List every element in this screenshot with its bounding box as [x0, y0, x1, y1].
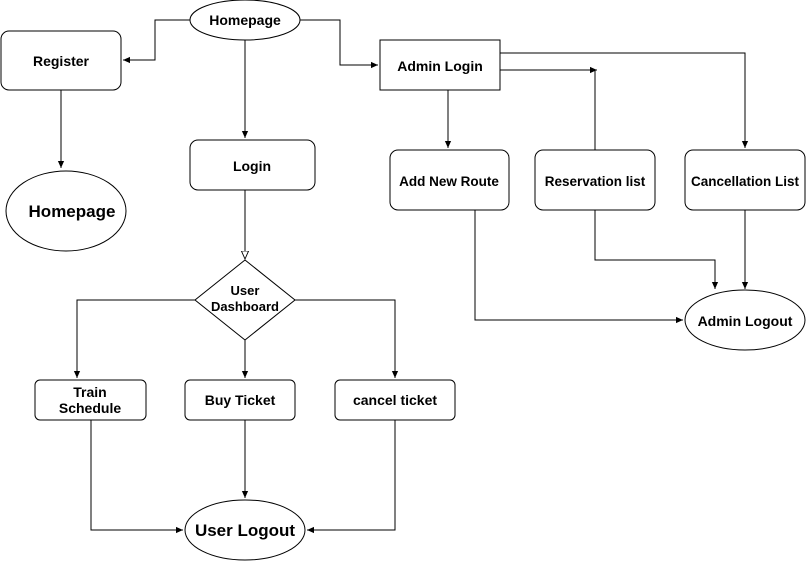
node-homepage-top: Homepage — [189, 0, 301, 41]
node-cancellation-list: Cancellation List — [684, 149, 806, 211]
edge-dashboard-train-schedule — [73, 299, 195, 378]
edge-admin-cancellation — [500, 52, 749, 148]
edge-dashboard-cancel-ticket — [295, 299, 399, 378]
node-admin-logout: Admin Logout — [684, 289, 806, 351]
node-cancel-ticket: cancel ticket — [334, 379, 456, 421]
edge-homepage-admin-login — [300, 19, 378, 69]
node-register: Register — [0, 30, 122, 91]
node-login: Login — [189, 139, 316, 191]
edge-add-route-logout — [474, 210, 683, 324]
node-homepage-top-label: Homepage — [209, 12, 281, 28]
node-reservation-list-label: Reservation list — [545, 174, 646, 189]
node-login-label: Login — [233, 158, 271, 174]
node-buy-ticket: Buy Ticket — [184, 379, 296, 421]
node-buy-ticket-label: Buy Ticket — [205, 392, 276, 408]
node-train-schedule-label-line1: Train — [73, 384, 106, 400]
node-train-schedule: Train Schedule — [34, 379, 147, 421]
node-user-logout: User Logout — [184, 499, 306, 561]
edge-reservation-logout — [594, 210, 719, 289]
node-cancellation-list-label: Cancellation List — [691, 174, 800, 189]
edge-train-schedule-logout — [90, 420, 183, 534]
node-user-dashboard: User Dashboard — [194, 259, 296, 341]
node-homepage-left-label: Homepage — [29, 202, 116, 221]
node-user-dashboard-label-line2: Dashboard — [211, 299, 279, 314]
node-reservation-list: Reservation list — [534, 149, 656, 211]
node-user-logout-label: User Logout — [195, 521, 295, 540]
node-cancel-ticket-label: cancel ticket — [353, 392, 437, 408]
node-add-new-route-label: Add New Route — [399, 174, 499, 189]
edges — [57, 19, 749, 534]
node-admin-login-label: Admin Login — [397, 58, 483, 74]
edge-homepage-register — [122, 19, 190, 64]
node-train-schedule-label-line2: Schedule — [59, 400, 121, 416]
node-user-dashboard-label-line1: User — [231, 283, 260, 298]
node-add-new-route: Add New Route — [389, 149, 510, 211]
node-register-label: Register — [33, 53, 90, 69]
node-admin-logout-label: Admin Logout — [698, 313, 793, 329]
node-homepage-left: Homepage — [5, 170, 127, 252]
node-admin-login: Admin Login — [379, 39, 501, 91]
edge-cancel-ticket-logout — [307, 420, 396, 534]
